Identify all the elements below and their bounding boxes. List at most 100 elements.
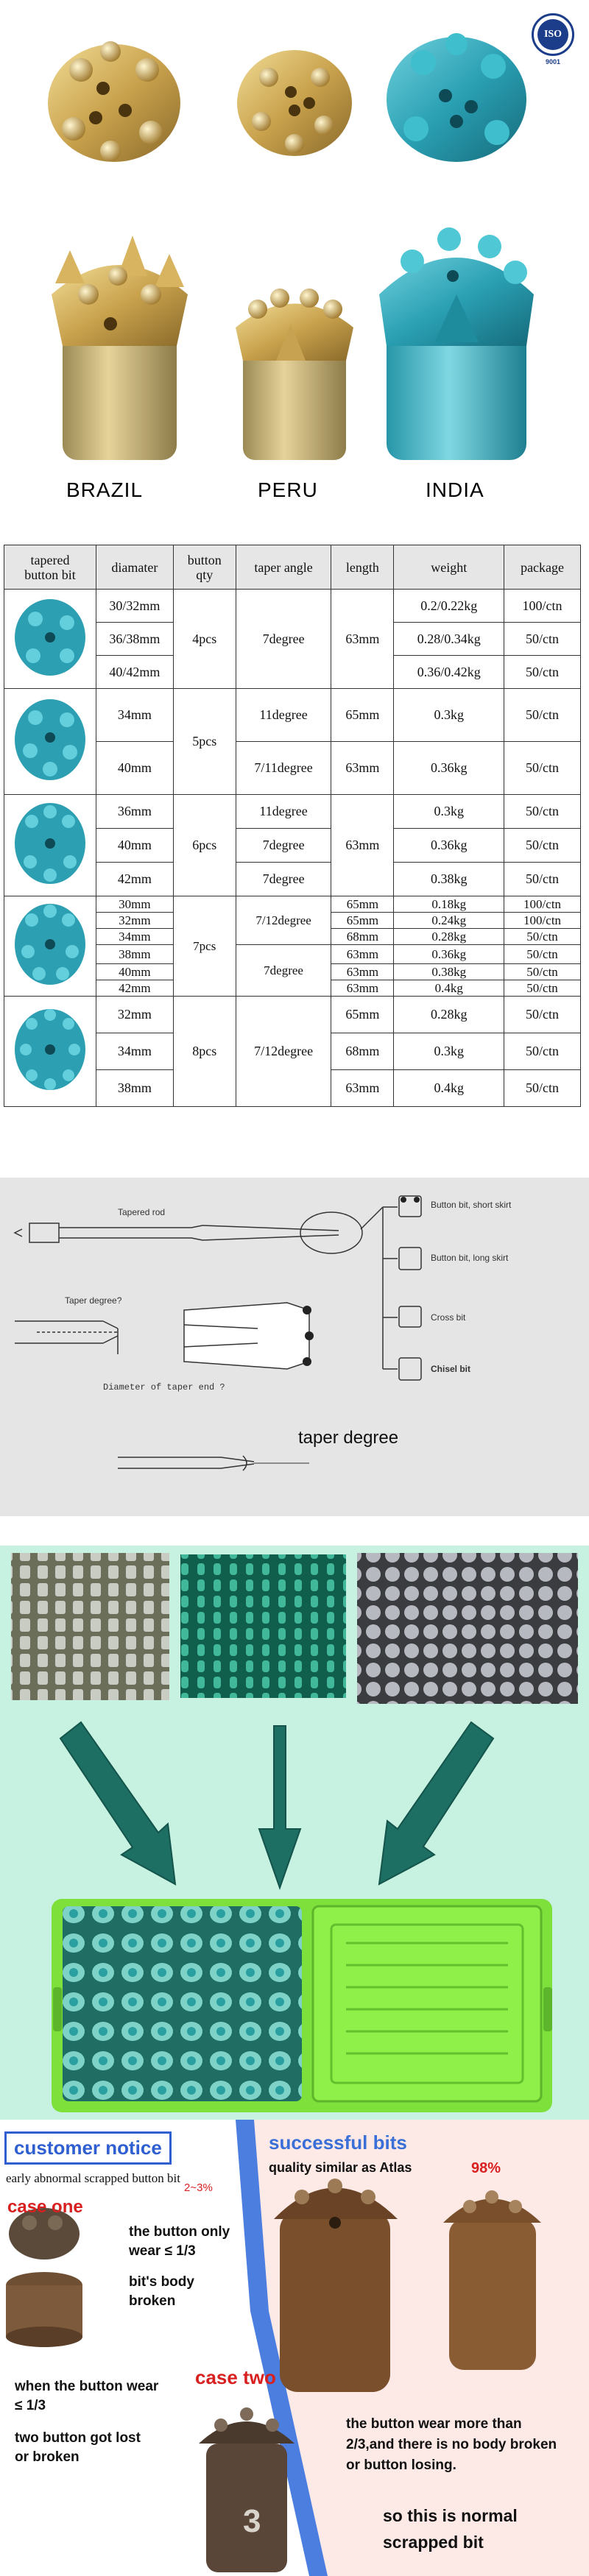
cell-package: 50/ctn bbox=[504, 741, 581, 795]
table-row: 40mm 7degree 0.36kg 50/ctn bbox=[4, 828, 581, 863]
cell-length: 65mm bbox=[331, 996, 395, 1033]
successful-bits-label: successful bits bbox=[269, 2131, 407, 2154]
packaging-photos bbox=[11, 1553, 578, 2112]
label-chisel-bit: Chisel bit bbox=[431, 1364, 471, 1374]
cell-package: 100/ctn bbox=[504, 896, 581, 913]
header-angle: taper angle bbox=[235, 545, 332, 590]
notice-subtitle: early abnormal scrapped button bit bbox=[6, 2171, 180, 2185]
header-diameter: diamater bbox=[95, 545, 174, 590]
packaging-case bbox=[52, 1899, 552, 2112]
spec-table: tapered button bit diamater button qty t… bbox=[4, 545, 581, 1107]
cell-diameter: 34mm bbox=[95, 928, 174, 945]
taper-diagram bbox=[13, 1195, 422, 1471]
bit-4pcs-icon bbox=[14, 598, 85, 676]
bit-photos bbox=[48, 33, 534, 460]
cell-weight: 0.4kg bbox=[393, 980, 505, 997]
bit-image-4pcs bbox=[4, 589, 96, 689]
case-two-bit: 3 bbox=[199, 2407, 294, 2572]
cell-diameter: 42mm bbox=[95, 980, 174, 997]
table-row: 36mm 6pcs 11degree 63mm 0.3kg 50/ctn bbox=[4, 794, 581, 896]
peru-bit-top bbox=[237, 50, 352, 156]
cell-length: 63mm bbox=[331, 589, 395, 689]
cell-angle: 11degree bbox=[235, 688, 332, 742]
cell-angle: 11degree bbox=[235, 794, 332, 829]
cell-weight: 0.28kg bbox=[393, 996, 505, 1033]
cell-qty: 6pcs bbox=[172, 794, 236, 896]
cell-weight: 0.28/0.34kg bbox=[393, 622, 505, 656]
india-bit-side bbox=[379, 227, 534, 460]
cell-diameter: 30/32mm bbox=[95, 589, 174, 623]
cell-diameter: 40mm bbox=[95, 963, 174, 980]
cell-weight: 0.36/0.42kg bbox=[393, 655, 505, 689]
cell-weight: 0.36kg bbox=[393, 944, 505, 964]
cell-package: 50/ctn bbox=[504, 980, 581, 997]
cell-weight: 0.4kg bbox=[393, 1069, 505, 1107]
cell-package: 50/ctn bbox=[504, 996, 581, 1033]
normal-scrapped-text: so this is normal scrapped bit bbox=[383, 2506, 518, 2552]
header-package: package bbox=[504, 545, 581, 590]
green-buttons-photo bbox=[180, 1554, 346, 1698]
case-one-text-2: bit's body broken bbox=[129, 2274, 194, 2309]
bit-7pcs-icon bbox=[14, 904, 85, 985]
cell-weight: 0.18kg bbox=[393, 896, 505, 913]
label-india: INDIA bbox=[426, 478, 484, 501]
spec-table-section: tapered button bit diamater button qty t… bbox=[0, 530, 589, 1156]
cell-weight: 0.36kg bbox=[393, 741, 505, 795]
bit-image-5pcs bbox=[4, 688, 96, 795]
label-tapered-rod: Tapered rod bbox=[118, 1207, 166, 1217]
cell-length: 63mm bbox=[331, 963, 395, 980]
label-diameter-question: Diameter of taper end ? bbox=[103, 1382, 225, 1393]
cell-angle: 7degree bbox=[235, 862, 332, 896]
label-cross-bit: Cross bit bbox=[431, 1312, 466, 1323]
percent-good: 98% bbox=[471, 2160, 501, 2176]
cell-weight: 0.3kg bbox=[393, 1033, 505, 1070]
iso-number: 9001 bbox=[545, 58, 561, 66]
balls-photo bbox=[357, 1553, 578, 1704]
grey-buttons-photo bbox=[11, 1553, 169, 1700]
notice-background: 3 bbox=[6, 2120, 589, 2576]
cell-diameter: 36mm bbox=[95, 794, 174, 829]
cell-length: 65mm bbox=[331, 912, 395, 929]
peru-bit-side bbox=[236, 289, 353, 460]
label-peru: PERU bbox=[258, 478, 318, 501]
cell-qty: 7pcs bbox=[172, 896, 236, 997]
cell-angle: 7degree bbox=[235, 589, 332, 689]
packaging-section bbox=[0, 1546, 589, 2120]
percent-bad: 2~3% bbox=[184, 2182, 213, 2194]
label-brazil: BRAZIL bbox=[66, 478, 144, 501]
cell-package: 50/ctn bbox=[504, 828, 581, 863]
cell-diameter: 36/38mm bbox=[95, 622, 174, 656]
iso-mark: ISO bbox=[537, 19, 568, 50]
cell-package: 50/ctn bbox=[504, 862, 581, 896]
cell-diameter: 32mm bbox=[95, 912, 174, 929]
cell-angle: 7/12degree bbox=[235, 896, 332, 945]
table-row: 34mm 5pcs 11degree 65mm 0.3kg 50/ctn bbox=[4, 688, 581, 795]
table-header-row: tapered button bit diamater button qty t… bbox=[4, 545, 581, 590]
cell-weight: 0.38kg bbox=[393, 862, 505, 896]
cell-package: 100/ctn bbox=[504, 912, 581, 929]
table-row: 32mm 8pcs 7/12degree 65mm 0.28kg 50/ctn bbox=[4, 996, 581, 1107]
case-two-label: case two bbox=[195, 2366, 276, 2388]
cell-length: 68mm bbox=[331, 1033, 395, 1070]
table-row: 40mm 7/11degree 63mm 0.36kg 50/ctn bbox=[4, 741, 581, 795]
iso-logo: ISO 9001 bbox=[532, 13, 574, 66]
cell-package: 50/ctn bbox=[504, 622, 581, 656]
bit-image-8pcs bbox=[4, 996, 96, 1107]
cell-angle: 7degree bbox=[235, 828, 332, 863]
brazil-bit-side bbox=[52, 236, 188, 460]
cell-length: 63mm bbox=[331, 980, 395, 997]
cell-length: 68mm bbox=[331, 928, 395, 945]
cell-package: 50/ctn bbox=[504, 1033, 581, 1070]
customer-notice-title: customer notice bbox=[4, 2131, 172, 2165]
cell-diameter: 38mm bbox=[95, 1069, 174, 1107]
cell-length: 63mm bbox=[331, 944, 395, 964]
cell-diameter: 42mm bbox=[95, 862, 174, 896]
cell-package: 50/ctn bbox=[504, 928, 581, 945]
cell-weight: 0.36kg bbox=[393, 828, 505, 863]
bit-comparison-section: ISO 9001 BRAZIL PERU INDIA bbox=[0, 0, 589, 515]
cell-package: 100/ctn bbox=[504, 589, 581, 623]
india-bit-top bbox=[387, 33, 526, 162]
header-length: length bbox=[331, 545, 395, 590]
header-weight: weight bbox=[393, 545, 505, 590]
header-qty: button qty bbox=[172, 545, 236, 590]
